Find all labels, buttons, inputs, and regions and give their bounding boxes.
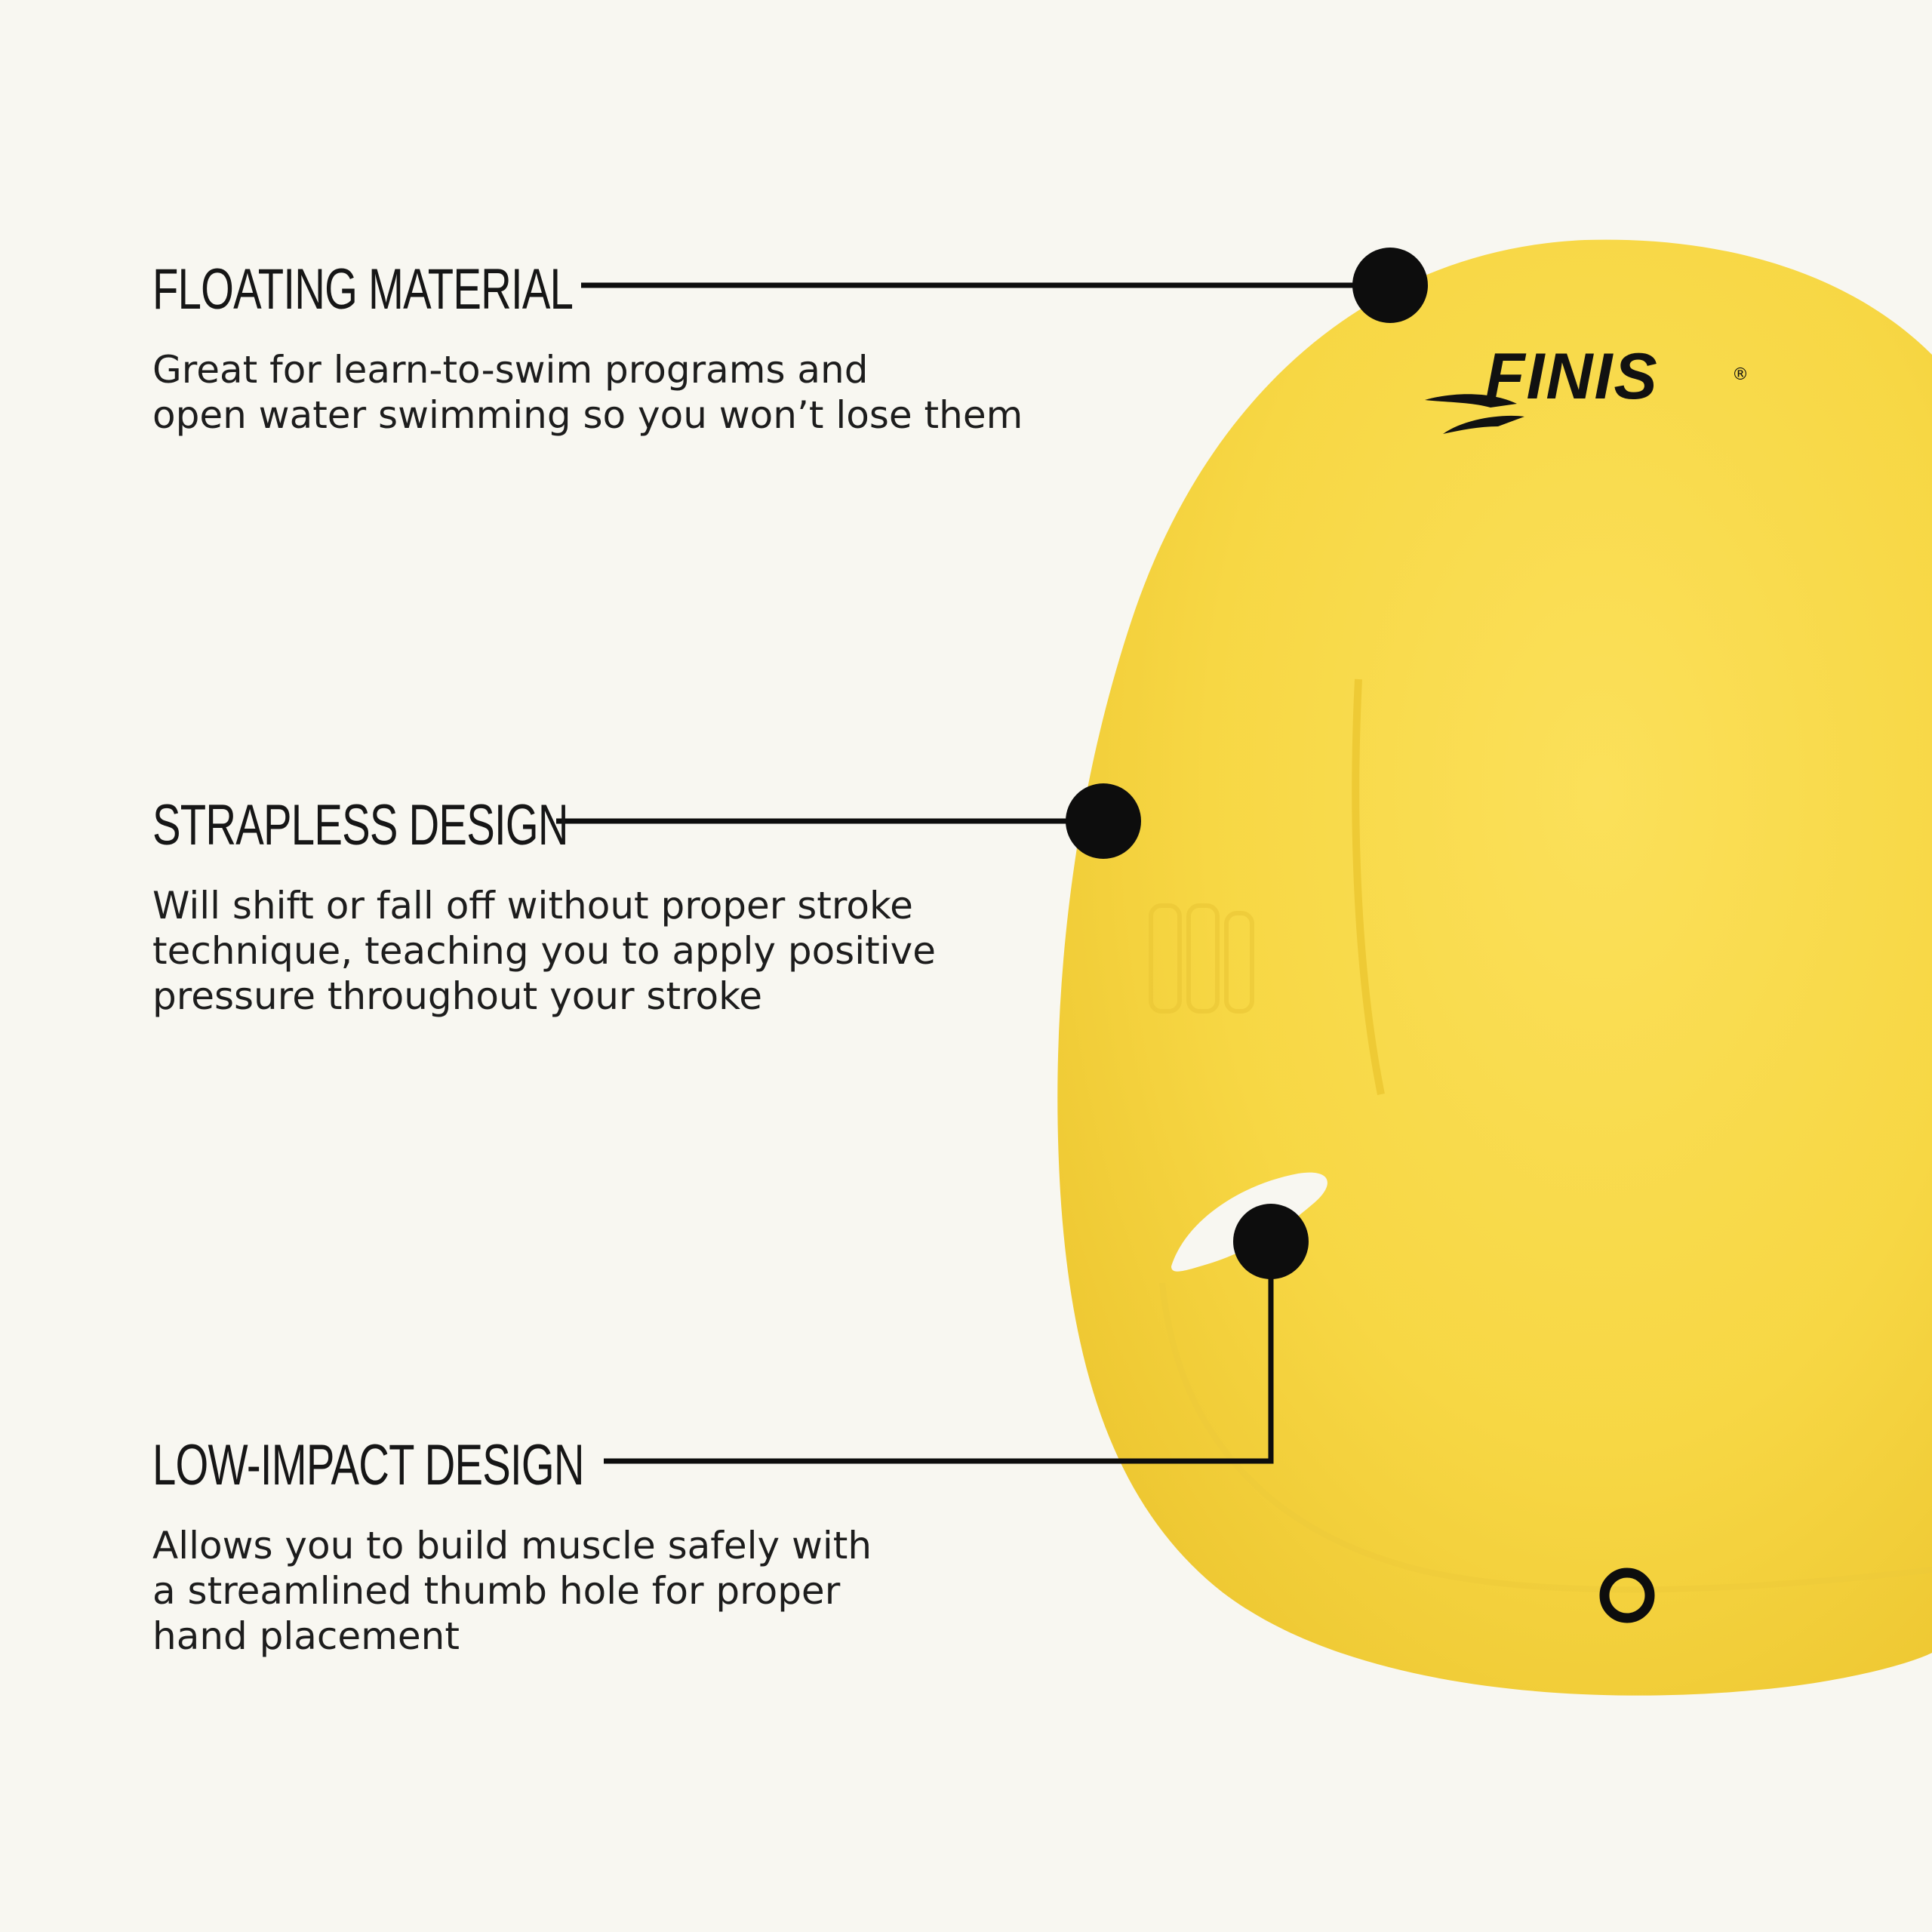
logo-text: FINIS	[1485, 340, 1659, 413]
feature-desc-strapless-design: Will shift or fall off without proper st…	[152, 883, 936, 1019]
logo-registered-mark: ®	[1732, 365, 1749, 384]
desc-line: pressure throughout your stroke	[152, 974, 763, 1018]
finis-logo: FINIS ®	[1425, 340, 1749, 434]
paddle-inner-rim	[1159, 1282, 1932, 1593]
callout-line-low-impact	[604, 1241, 1274, 1464]
desc-line: technique, teaching you to apply positiv…	[152, 929, 936, 973]
feature-title-low-impact-design: LOW-IMPACT DESIGN	[152, 1433, 585, 1497]
desc-line: Will shift or fall off without proper st…	[152, 884, 913, 928]
callout-dot-floating	[1352, 248, 1428, 323]
embossed-texture	[1149, 903, 1254, 1014]
callout-dots	[1066, 248, 1428, 1279]
ring-hole	[1599, 1567, 1655, 1623]
paddle-ridge	[1352, 678, 1385, 1095]
desc-line: open water swimming so you won’t lose th…	[152, 393, 1023, 437]
logo-swoosh-icon	[1425, 394, 1524, 434]
desc-line: Allows you to build muscle safely with	[152, 1524, 872, 1567]
feature-desc-low-impact-design: Allows you to build muscle safely with a…	[152, 1523, 872, 1659]
paddle-body	[1057, 239, 1932, 1696]
desc-line: a streamlined thumb hole for proper	[152, 1569, 841, 1613]
desc-line: hand placement	[152, 1614, 460, 1658]
callout-dot-low-impact	[1233, 1204, 1309, 1279]
feature-title-floating-material: FLOATING MATERIAL	[152, 257, 574, 321]
callout-dot-strapless	[1066, 783, 1141, 859]
feature-desc-floating-material: Great for learn-to-swim programs and ope…	[152, 347, 1023, 438]
callout-lines	[556, 282, 1390, 1464]
desc-line: Great for learn-to-swim programs and	[152, 348, 869, 392]
feature-title-strapless-design: STRAPLESS DESIGN	[152, 793, 568, 857]
